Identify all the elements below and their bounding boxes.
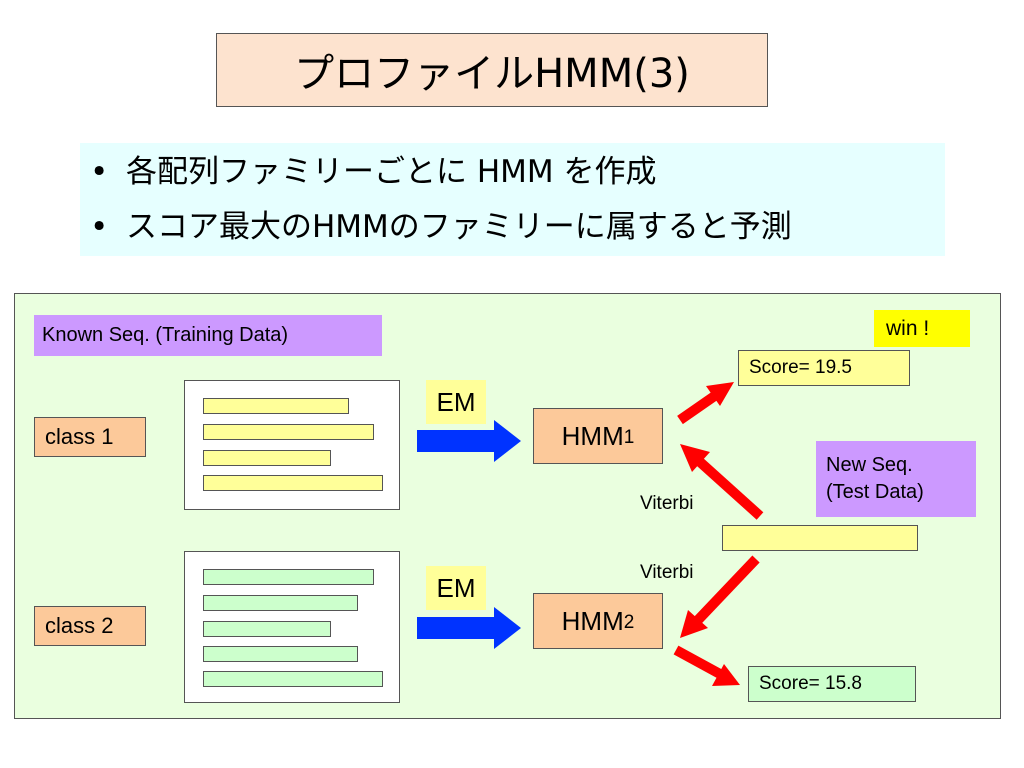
bullet-item-2: • スコア最大のHMMのファミリーに属すると予測 [90, 207, 792, 247]
class-1-sequence-box [184, 380, 400, 510]
em-arrow-2 [417, 607, 521, 649]
bullet-marker: • [90, 154, 109, 190]
bullet-text: 各配列ファミリーごとに HMM を作成 [126, 154, 657, 190]
test-sequence-bar [722, 525, 918, 551]
class-2-label: class 2 [34, 606, 146, 646]
sequence-bar [203, 475, 383, 491]
sequence-bar [203, 424, 374, 440]
new-seq-line-1: New Seq. [826, 454, 913, 476]
bullet-text: スコア最大のHMMのファミリーに属すると予測 [126, 209, 792, 245]
sequence-bar [203, 450, 331, 466]
score-arrow-1 [677, 382, 734, 425]
slide-title: プロファイルHMM(3) [216, 33, 768, 107]
class-1-label: class 1 [34, 417, 146, 457]
sequence-bar [203, 671, 383, 687]
sequence-bar [203, 569, 374, 585]
hmm-2-name: HMM [561, 605, 624, 636]
score-1-box: Score= 19.5 [738, 350, 910, 386]
em-label-1: EM [426, 380, 486, 424]
em-label-2: EM [426, 566, 486, 610]
viterbi-arrow-1 [680, 444, 764, 520]
class-2-sequence-box [184, 551, 400, 703]
viterbi-label-2: Viterbi [640, 562, 694, 583]
viterbi-label-1: Viterbi [640, 493, 694, 514]
viterbi-arrow-2 [680, 555, 760, 638]
sequence-bar [203, 398, 349, 414]
sequence-bar [203, 646, 358, 662]
bullet-item-1: • 各配列ファミリーごとに HMM を作成 [90, 152, 657, 192]
hmm-1-name: HMM [561, 420, 624, 451]
bullet-marker: • [90, 209, 109, 245]
hmm-1-subscript: 1 [623, 427, 635, 448]
win-badge: win ! [874, 310, 970, 347]
em-arrow-1 [417, 420, 521, 462]
sequence-bar [203, 621, 331, 637]
new-seq-line-2: (Test Data) [826, 481, 924, 503]
bullet-list: • 各配列ファミリーごとに HMM を作成 • スコア最大のHMMのファミリーに属す… [80, 143, 945, 256]
score-arrow-2 [673, 645, 740, 686]
sequence-bar [203, 595, 358, 611]
known-seq-label: Known Seq. (Training Data) [34, 315, 382, 356]
hmm-2-subscript: 2 [623, 612, 635, 633]
score-2-box: Score= 15.8 [748, 666, 916, 702]
new-seq-label: New Seq. (Test Data) [816, 441, 976, 517]
